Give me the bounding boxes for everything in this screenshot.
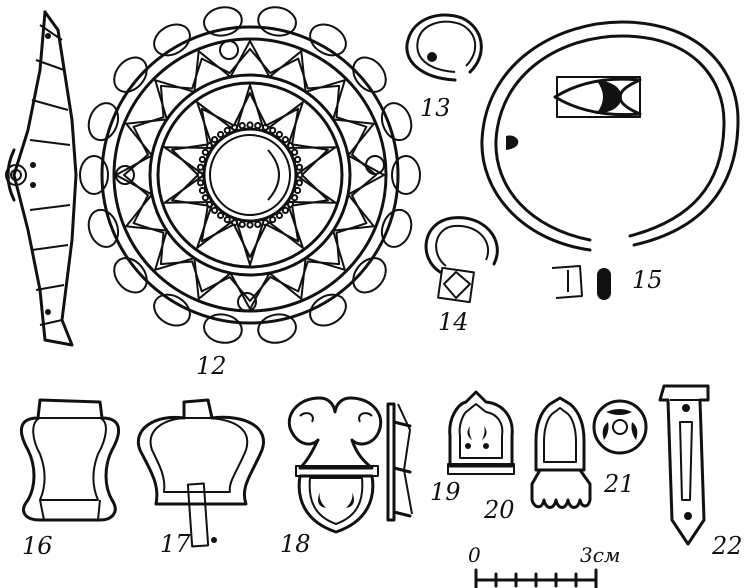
bead (275, 130, 283, 139)
bead (197, 163, 205, 171)
rim-lobe (352, 257, 387, 294)
figure-number-12: 12 (196, 352, 227, 380)
buckle-17 (136, 398, 265, 548)
torque-15 (480, 20, 740, 300)
rim-lobe (79, 155, 109, 195)
bead (196, 171, 204, 179)
figure-number-13: 13 (420, 94, 451, 122)
bead (261, 123, 270, 132)
strap-end-22 (658, 384, 710, 546)
mount-18 (287, 396, 413, 534)
rim-lobe (203, 313, 243, 344)
scale-start-label: 0 (468, 543, 481, 567)
bead (205, 142, 214, 150)
bead (230, 123, 239, 132)
rim-lobe (203, 6, 243, 37)
bead (211, 206, 219, 214)
bead (230, 219, 239, 227)
rim-lobe (153, 23, 191, 57)
figure-number-20: 20 (483, 496, 515, 524)
bead (275, 211, 283, 220)
bead (294, 186, 302, 195)
roundel-21 (592, 399, 648, 455)
rim-lobe (309, 23, 347, 57)
bead (223, 126, 231, 134)
figure-number-19: 19 (430, 478, 461, 506)
rim-lobe (391, 155, 421, 195)
bead (198, 186, 206, 195)
rivet-right (365, 155, 385, 175)
buckle-16 (19, 398, 121, 522)
outer-star-inner-line (123, 48, 377, 302)
rim-lobe (257, 313, 297, 344)
brooch-12-face (79, 6, 421, 344)
earring-14 (424, 216, 499, 304)
earring-13 (405, 13, 483, 82)
rim-lobe (380, 102, 413, 142)
bead (269, 216, 277, 224)
figure-number-22: 22 (711, 532, 743, 560)
figure-number-16: 16 (22, 532, 53, 560)
outer-star (115, 40, 385, 310)
rim-lobe (380, 208, 413, 248)
figure-number-21: 21 (603, 470, 635, 498)
bead (295, 179, 303, 187)
rivet-bottom (237, 292, 257, 312)
bead (201, 194, 209, 202)
bead (197, 179, 205, 187)
bead (238, 122, 246, 130)
brooch-12-side-profile (5, 10, 78, 347)
scale-end-label: 3см (580, 543, 621, 567)
figure-number-18: 18 (280, 530, 311, 558)
mount-19 (447, 390, 515, 475)
bead (246, 121, 254, 129)
bead (254, 122, 262, 130)
rim-lobe (309, 293, 347, 327)
scale-bar: 0 3см (468, 543, 621, 588)
rim-lobe (153, 293, 191, 327)
inner-star-inner-line (171, 92, 329, 258)
rim-lobe (113, 257, 148, 294)
bead (291, 194, 299, 202)
bead (201, 148, 209, 156)
bead (269, 126, 277, 134)
bead (261, 219, 270, 227)
strap-end-20 (530, 396, 592, 509)
bead (246, 221, 254, 229)
rim-lobe (352, 56, 387, 93)
bead (286, 200, 295, 208)
rim-lobe (87, 208, 120, 248)
bead (294, 155, 302, 164)
rim-lobe (87, 102, 120, 142)
bead (291, 148, 299, 156)
bead (238, 220, 246, 228)
bead (217, 211, 225, 220)
bead (198, 155, 206, 164)
rim-lobe (113, 56, 148, 93)
bead (295, 163, 303, 171)
bead (223, 216, 231, 224)
figure-number-15: 15 (632, 266, 663, 294)
bead (281, 206, 289, 214)
bead (217, 130, 225, 139)
figure-number-14: 14 (438, 308, 469, 336)
rim-lobe (257, 6, 297, 37)
bead (205, 200, 214, 208)
bead (286, 142, 295, 150)
bead (211, 136, 219, 144)
bead (254, 220, 262, 228)
figure-number-17: 17 (160, 530, 191, 558)
bead (296, 171, 304, 179)
bead (281, 136, 289, 144)
inner-star (163, 84, 337, 266)
rivet-top (219, 40, 239, 60)
